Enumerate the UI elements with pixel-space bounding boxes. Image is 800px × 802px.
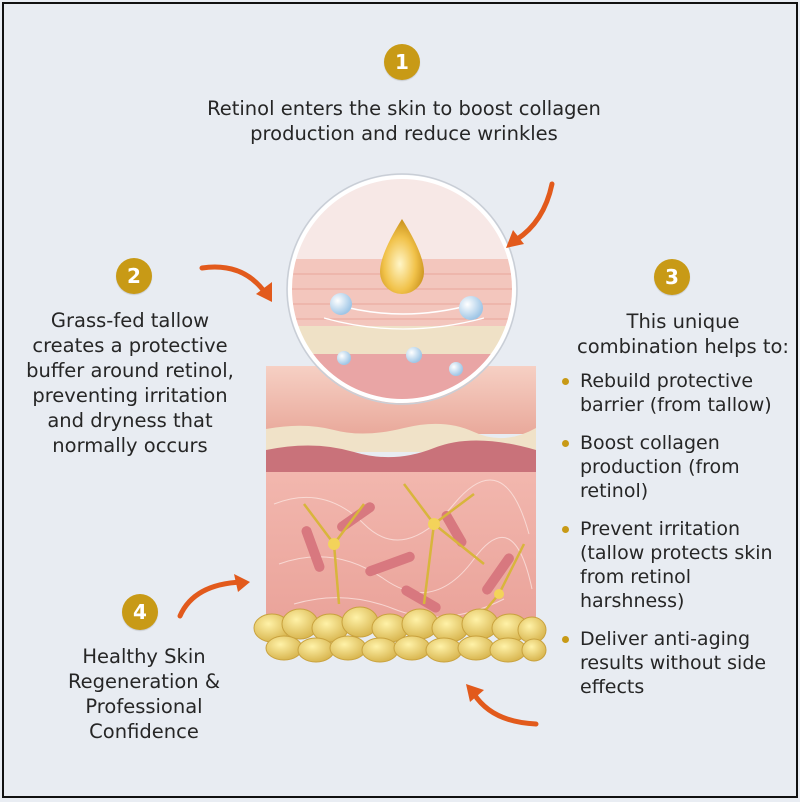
benefit-item: Rebuild protective barrier (from tallow) [560, 369, 796, 417]
bullet-dot-icon [562, 378, 569, 385]
step-4-text: Healthy Skin Regeneration & Professional… [67, 645, 221, 743]
step-4-badge: 4 [122, 594, 158, 630]
benefit-item: Boost collagen production (from retinol) [560, 431, 796, 503]
step-1-text: Retinol enters the skin to boost collage… [207, 97, 601, 145]
benefit-item: Deliver anti-aging results without side … [560, 627, 796, 699]
skin-illustration [177, 173, 555, 727]
arrows [177, 181, 555, 727]
skin-block [253, 366, 547, 663]
arrow-step-4 [177, 579, 245, 619]
step-3-badge: 3 [654, 259, 690, 295]
benefit-list: Rebuild protective barrier (from tallow)… [560, 369, 796, 713]
bullet-dot-icon [562, 440, 569, 447]
bullet-dot-icon [562, 526, 569, 533]
bullet-dot-icon [562, 636, 569, 643]
arrow-step-1 [513, 181, 555, 243]
arrow-step-2 [199, 264, 269, 297]
step-3-intro: This unique combination helps to: [577, 310, 789, 358]
step-1-badge: 1 [384, 44, 420, 80]
step-2-text: Grass-fed tallow creates a protective bu… [26, 309, 234, 457]
step-2-badge: 2 [116, 258, 152, 294]
arrow-step-3 [471, 691, 539, 727]
benefit-item: Prevent irritation (tallow protects skin… [560, 517, 796, 613]
